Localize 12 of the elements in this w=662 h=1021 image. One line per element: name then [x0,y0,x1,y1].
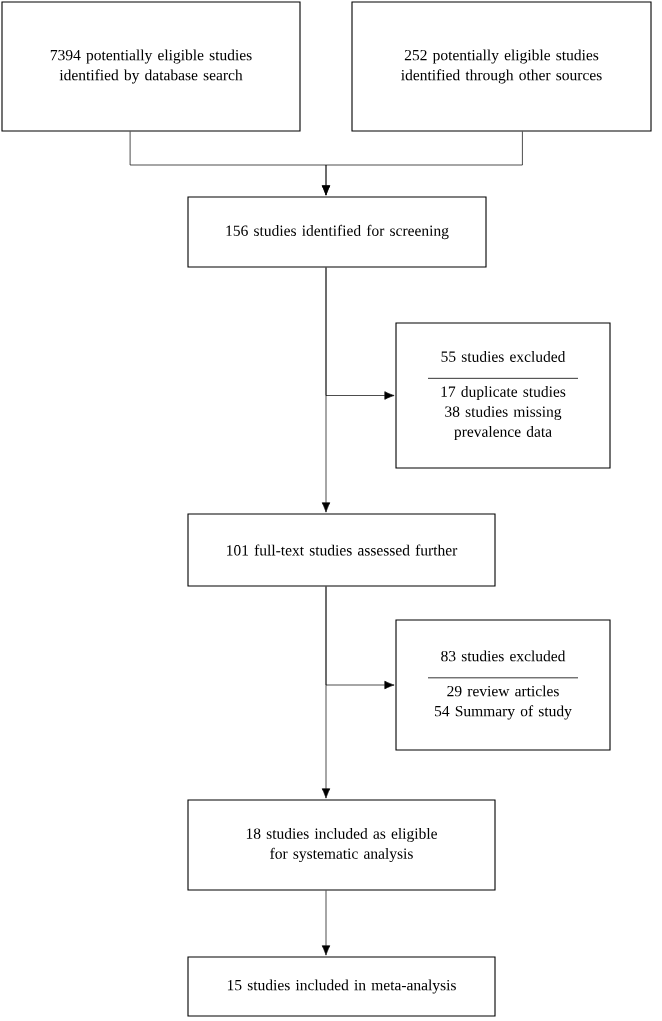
process-box: 252 potentially eligible studies identified through other sources [351,1,652,132]
process-box: 15 studies included in meta-analysis [187,956,496,1017]
exclusion-box: 83 studies excluded 29 review articles 54 Summary of study [395,619,611,751]
process-box: 156 studies identified for screening [187,196,487,268]
arrow [321,890,331,956]
process-box: 7394 potentially eligible studies identified by database search [1,1,301,132]
arrow [321,131,523,196]
exclusion-box: 55 studies excluded 17 duplicate studies 38 studies missing prevalence data [395,322,611,469]
process-box: 101 full-text studies assessed further [187,513,496,587]
arrow [321,586,331,799]
process-box: 18 studies included as eligible for systematic analysis [187,799,496,891]
arrow [321,267,331,513]
